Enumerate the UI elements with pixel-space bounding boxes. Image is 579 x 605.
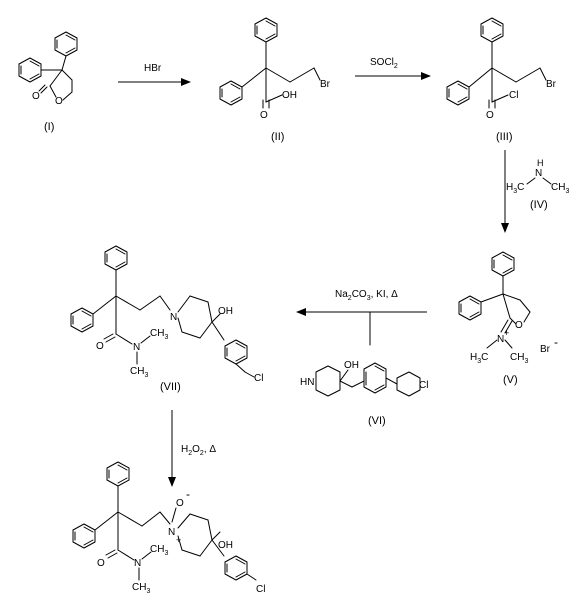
- atom-OH: OH: [218, 540, 233, 551]
- charge-plus: +: [504, 328, 509, 338]
- atom-N: N: [170, 312, 177, 323]
- atom-CH3: CH3: [130, 366, 148, 379]
- atom-N: N: [497, 334, 504, 345]
- atom-O: O: [96, 341, 104, 352]
- compound-I: O O (I): [18, 31, 78, 133]
- charge-minus: -: [186, 487, 190, 501]
- atom-Cl: Cl: [419, 380, 428, 391]
- atom-Cl: Cl: [256, 584, 265, 595]
- atom-H: H: [537, 158, 544, 168]
- reagent-h2o2: H2O2, Δ: [181, 444, 216, 457]
- atom-O: O: [515, 320, 523, 331]
- compound-VII: N OH Cl O N CH3 CH3 (VII): [70, 245, 263, 393]
- atom-CH3: CH3: [150, 544, 168, 557]
- atom-CH3: CH3: [132, 582, 150, 595]
- atom-N: N: [168, 527, 175, 538]
- atom-Br: Br: [546, 79, 557, 90]
- compound-VII-label: (VII): [160, 381, 181, 393]
- atom-H3C: H3C: [506, 182, 524, 195]
- atom-O: O: [260, 110, 268, 121]
- atom-NH: N: [535, 168, 542, 179]
- atom-HN: HN: [300, 377, 314, 388]
- compound-I-label: (I): [44, 121, 54, 133]
- compound-II: Br O OH (II): [219, 17, 331, 143]
- charge-minus: -: [554, 335, 558, 349]
- compound-III-label: (III): [496, 131, 513, 143]
- compound-II-label: (II): [271, 131, 284, 143]
- bromide-ion: Br: [540, 344, 551, 355]
- reagent-na2co3-ki: Na2CO3, KI, Δ: [335, 289, 398, 302]
- atom-O: O: [55, 96, 63, 107]
- atom-H3C: H3C: [470, 352, 488, 365]
- compound-VI: HN OH Cl (VI): [300, 360, 428, 427]
- atom-OH: OH: [344, 360, 359, 371]
- atom-Cl: Cl: [254, 373, 263, 384]
- atom-Cl: Cl: [509, 90, 518, 101]
- atom-CH3: CH3: [551, 182, 569, 195]
- atom-N: N: [133, 342, 140, 353]
- atom-O: O: [97, 558, 105, 569]
- atom-CH3: CH3: [150, 328, 168, 341]
- reagent-hbr: HBr: [144, 63, 162, 74]
- compound-V: O N + H3C CH3 Br - (V): [458, 251, 558, 386]
- product-n-oxide: N + O - OH Cl O N CH3 CH3: [72, 461, 265, 595]
- atom-O: O: [32, 91, 40, 102]
- compound-IV: H3C N H CH3 (IV): [506, 158, 569, 211]
- atom-O: O: [176, 498, 184, 509]
- atom-O: O: [486, 110, 494, 121]
- atom-OH: OH: [282, 90, 297, 101]
- compound-VI-label: (VI): [368, 415, 386, 427]
- compound-V-label: (V): [503, 374, 518, 386]
- atom-CH3: CH3: [510, 352, 528, 365]
- reagent-socl2: SOCl2: [370, 57, 398, 70]
- compound-IV-label: (IV): [530, 199, 548, 211]
- atom-OH: OH: [218, 306, 233, 317]
- atom-N: N: [134, 558, 141, 569]
- atom-Br: Br: [320, 79, 331, 90]
- compound-III: Br O Cl (III): [446, 17, 557, 143]
